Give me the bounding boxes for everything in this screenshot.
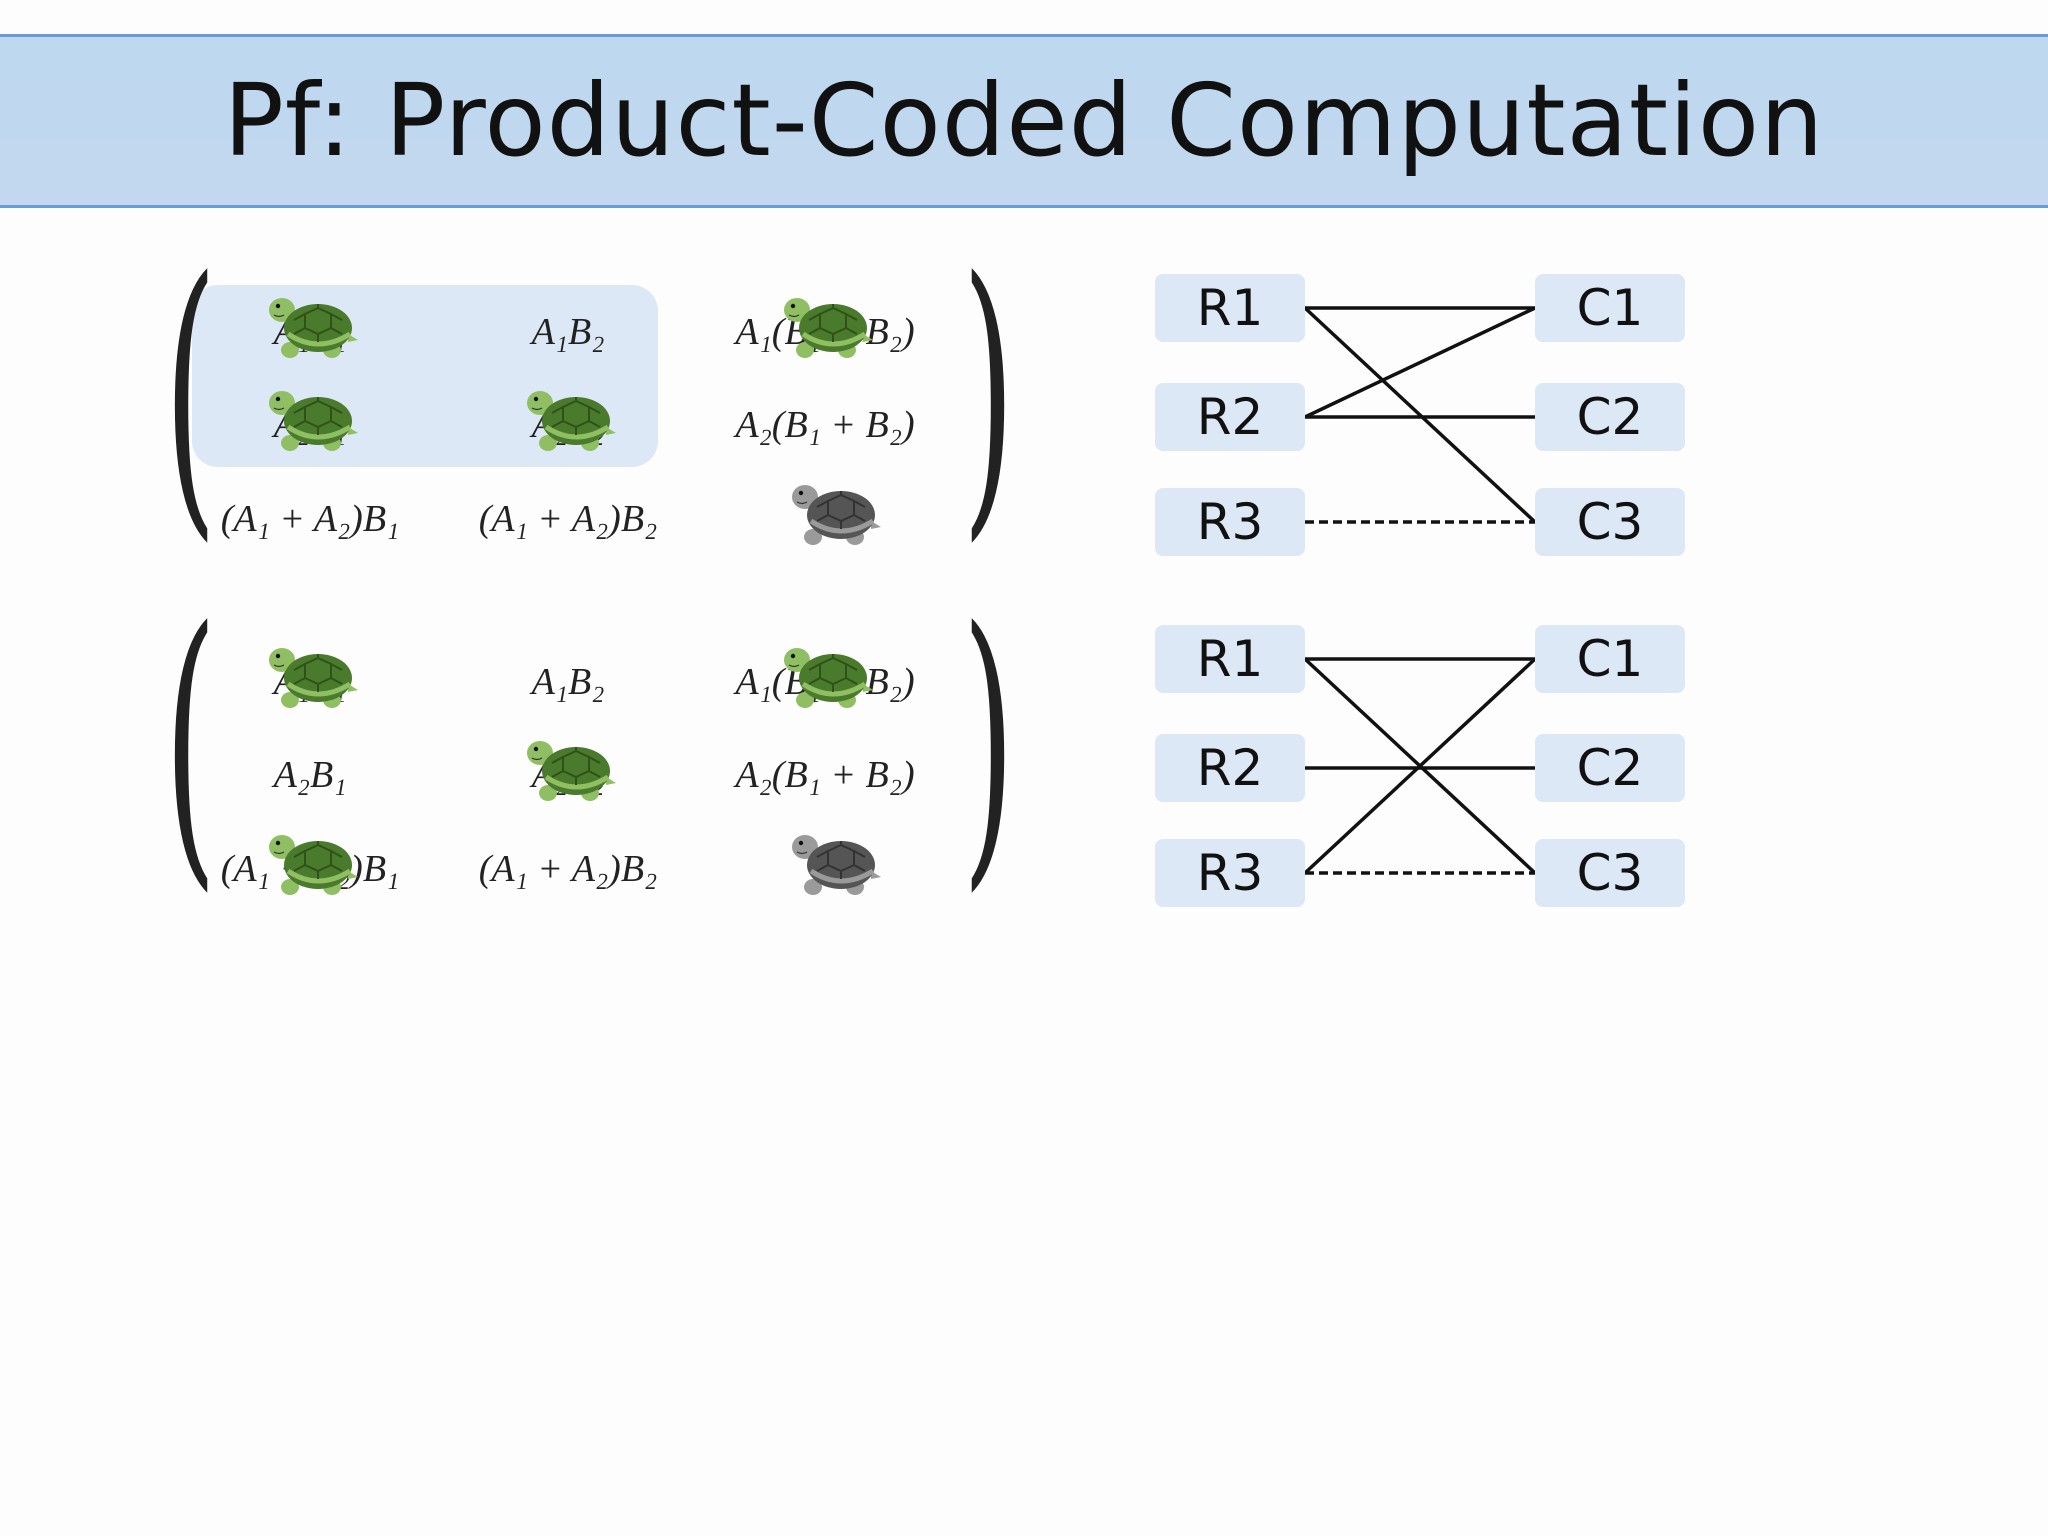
matrix-cell-r1-c2: A₁B₂ <box>531 661 605 703</box>
col-node-c1: C1 <box>1535 625 1685 693</box>
left-paren: ( <box>164 568 217 917</box>
green-turtle-icon <box>775 634 875 714</box>
gray-turtle-icon <box>783 821 883 901</box>
col-node-c3: C3 <box>1535 839 1685 907</box>
matrix-cell-r3-c1: (A₁ + A₂)B₁ <box>220 498 400 540</box>
matrix-cell-r1-c2: A₁B₂ <box>531 311 605 353</box>
green-turtle-icon <box>518 727 618 807</box>
row-node-r1: R1 <box>1155 274 1305 342</box>
col-node-c1: C1 <box>1535 274 1685 342</box>
matrix-cell-r3-c2: (A₁ + A₂)B₂ <box>478 848 658 890</box>
green-turtle-icon <box>260 634 360 714</box>
title-bar: Pf: Product-Coded Computation <box>0 34 2048 208</box>
matrix-cell-r3-c2: (A₁ + A₂)B₂ <box>478 498 658 540</box>
right-paren: ) <box>962 218 1015 567</box>
graph-edges <box>1303 657 1537 875</box>
edge-r3-c1 <box>1303 657 1537 875</box>
edge-r1-c3 <box>1303 306 1537 524</box>
row-node-r3: R3 <box>1155 839 1305 907</box>
row-node-r3: R3 <box>1155 488 1305 556</box>
matrix-cell-r2-c3: A₂(B₁ + B₂) <box>735 754 915 796</box>
matrix-cell-r2-c1: A₂B₁ <box>273 754 347 796</box>
slide-title: Pf: Product-Coded Computation <box>223 62 1825 179</box>
green-turtle-icon <box>518 377 618 457</box>
matrix-2: ( ) A₁B₁A₁B₂A₁(B₁ + B₂)A₂B₁A₂B₂A₂(B₁ + B… <box>150 568 1015 917</box>
graph-edges <box>1303 306 1537 524</box>
col-node-c3: C3 <box>1535 488 1685 556</box>
row-node-r2: R2 <box>1155 734 1305 802</box>
gray-turtle-icon <box>783 471 883 551</box>
col-node-c2: C2 <box>1535 734 1685 802</box>
matrix-cell-r2-c3: A₂(B₁ + B₂) <box>735 404 915 446</box>
left-paren: ( <box>164 218 217 567</box>
green-turtle-icon <box>260 821 360 901</box>
green-turtle-icon <box>260 377 360 457</box>
right-paren: ) <box>962 568 1015 917</box>
edge-r2-c1 <box>1304 306 1536 419</box>
green-turtle-icon <box>260 284 360 364</box>
row-node-r2: R2 <box>1155 383 1305 451</box>
matrix-1: ( ) A₁B₁A₁B₂A₁(B₁ + B₂)A₂B₁A₂B₂A₂(B₁ + B… <box>150 218 1015 567</box>
col-node-c2: C2 <box>1535 383 1685 451</box>
row-node-r1: R1 <box>1155 625 1305 693</box>
green-turtle-icon <box>775 284 875 364</box>
